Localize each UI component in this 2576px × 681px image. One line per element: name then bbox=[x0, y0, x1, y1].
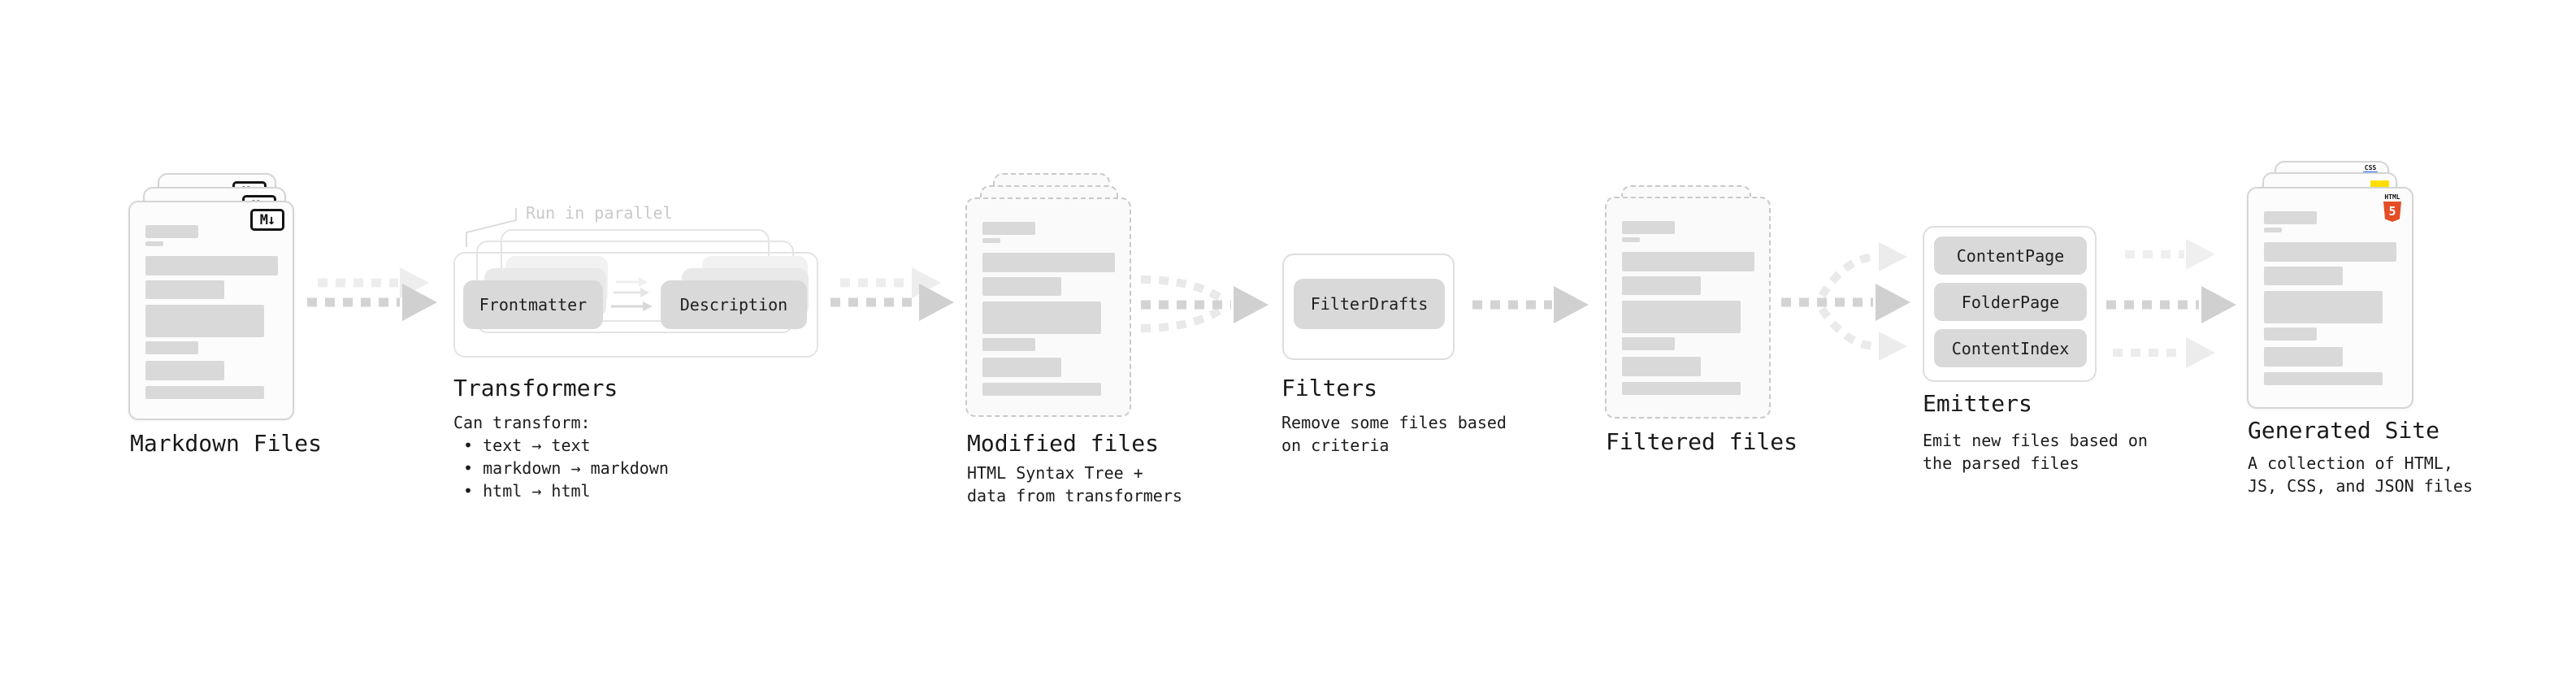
text-line-bars bbox=[1622, 221, 1754, 395]
text-line-bar bbox=[982, 383, 1101, 396]
text-line-bar bbox=[982, 358, 1061, 377]
text-line-bar bbox=[145, 361, 224, 380]
text-line-bar bbox=[2264, 267, 2343, 285]
text-line-bar bbox=[1622, 301, 1741, 333]
caption-bullet: • markdown → markdown bbox=[453, 458, 669, 478]
text-line-bar bbox=[982, 338, 1035, 351]
text-line-bar bbox=[982, 238, 1000, 243]
stage-title-transformers: Transformers bbox=[453, 375, 618, 401]
text-line-bar bbox=[145, 341, 198, 354]
stage-title-generated-site: Generated Site bbox=[2248, 417, 2440, 444]
js-badge-icon bbox=[2370, 180, 2389, 189]
stage-title-filters: Filters bbox=[1281, 375, 1378, 401]
run-in-parallel-note: Run in parallel bbox=[526, 203, 673, 223]
text-line-bar bbox=[1622, 357, 1701, 376]
stage-title-emitters: Emitters bbox=[1923, 390, 2032, 417]
caption-line: Emit new files based on bbox=[1923, 431, 2148, 450]
file-card-dashed bbox=[965, 197, 1131, 417]
text-line-bar bbox=[145, 256, 278, 275]
caption-bullet: • html → html bbox=[453, 481, 591, 501]
file-card-dashed bbox=[1605, 197, 1771, 419]
emitter-pill-contentpage: ContentPage bbox=[1934, 236, 2087, 275]
transformer-stack-box bbox=[453, 252, 818, 358]
text-line-bar bbox=[1622, 382, 1741, 395]
text-line-bar bbox=[1622, 221, 1675, 234]
markdown-badge-icon: M↓ bbox=[250, 209, 284, 231]
text-line-bar bbox=[1622, 237, 1640, 242]
text-line-bars bbox=[2264, 211, 2396, 385]
filter-pill-filterdrafts: FilterDrafts bbox=[1294, 279, 1445, 329]
text-line-bar bbox=[145, 241, 163, 246]
caption-line: A collection of HTML, bbox=[2248, 453, 2453, 473]
caption-line: on criteria bbox=[1281, 436, 1390, 455]
text-line-bar bbox=[145, 280, 224, 299]
text-line-bar bbox=[1622, 337, 1675, 350]
caption-bullet: • text → text bbox=[453, 436, 591, 455]
transformer-pill-frontmatter: Frontmatter bbox=[463, 280, 603, 329]
text-line-bar bbox=[2264, 291, 2383, 323]
filters-caption: Remove some files based on criteria bbox=[1281, 411, 1507, 457]
caption-line: Remove some files based bbox=[1281, 413, 1507, 432]
arrow-filtered-to-emitters-split bbox=[1781, 242, 1910, 361]
stage-title-modified-files: Modified files bbox=[967, 430, 1160, 457]
text-line-bar bbox=[1622, 252, 1754, 271]
modified-files-caption: HTML Syntax Tree + data from transformer… bbox=[967, 462, 1182, 507]
file-card: M↓ bbox=[128, 201, 294, 420]
generated-site-caption: A collection of HTML, JS, CSS, and JSON … bbox=[2248, 452, 2473, 497]
arrow-transformers-to-modified bbox=[830, 267, 954, 321]
file-card: HTML 5 bbox=[2247, 187, 2413, 409]
text-line-bar bbox=[2264, 347, 2343, 367]
text-line-bar bbox=[2264, 228, 2282, 232]
caption-line: data from transformers bbox=[967, 486, 1182, 505]
text-line-bar bbox=[982, 277, 1061, 296]
caption-line: JS, CSS, and JSON files bbox=[2248, 476, 2473, 496]
text-line-bar bbox=[982, 253, 1115, 272]
text-line-bar bbox=[2264, 211, 2317, 224]
arrow-markdown-to-transformers bbox=[307, 267, 437, 321]
text-line-bar bbox=[1622, 276, 1701, 295]
text-line-bar bbox=[982, 222, 1035, 235]
emitter-pill-folderpage: FolderPage bbox=[1934, 283, 2087, 321]
text-line-bars bbox=[982, 222, 1115, 396]
text-line-bars bbox=[145, 225, 278, 399]
text-line-bar bbox=[145, 305, 264, 337]
stage-title-filtered-files: Filtered files bbox=[1606, 428, 1798, 455]
caption-line: the parsed files bbox=[1923, 453, 2079, 473]
emitter-pill-contentindex: ContentIndex bbox=[1934, 329, 2087, 367]
transformers-caption: Can transform: • text → text • markdown … bbox=[453, 411, 669, 502]
text-line-bar bbox=[145, 225, 198, 238]
text-line-bar bbox=[145, 386, 264, 399]
text-line-bar bbox=[2264, 327, 2317, 340]
arrow-emitters-to-generated bbox=[2106, 239, 2236, 368]
stage-title-markdown-files: Markdown Files bbox=[130, 430, 323, 457]
html5-badge-icon: HTML 5 bbox=[2383, 194, 2402, 222]
transformer-pill-description: Description bbox=[661, 280, 807, 329]
text-line-bar bbox=[2264, 372, 2383, 385]
caption-line: Can transform: bbox=[453, 413, 591, 432]
caption-line: HTML Syntax Tree + bbox=[967, 463, 1143, 483]
text-line-bar bbox=[2264, 242, 2396, 262]
text-line-bar bbox=[982, 301, 1101, 334]
arrow-modified-to-filters-merge bbox=[1140, 275, 1268, 332]
arrow-filters-to-filtered bbox=[1472, 286, 1589, 323]
emitters-caption: Emit new files based on the parsed files bbox=[1923, 429, 2148, 475]
